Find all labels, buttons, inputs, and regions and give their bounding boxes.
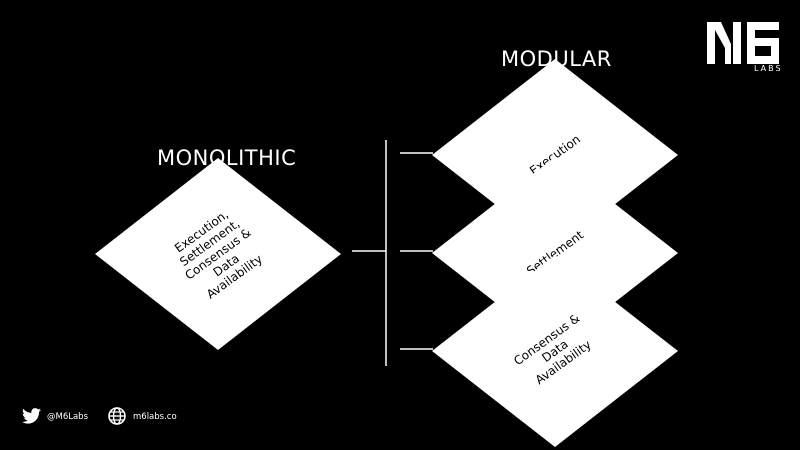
m6-logo-mark <box>707 22 779 64</box>
modular-block-shape <box>432 59 678 251</box>
website-link[interactable]: m6labs.co <box>133 412 177 422</box>
modular-block-settlement: Settlement <box>432 157 678 349</box>
modular-block-shape <box>432 157 678 349</box>
connector-lines <box>352 140 433 366</box>
twitter-icon <box>22 408 41 424</box>
modular-block-shape <box>432 255 678 447</box>
monolithic-block-shape <box>95 158 341 350</box>
twitter-handle-link[interactable]: @M6Labs <box>47 412 89 422</box>
modular-block-consensus: Consensus & Data Availability <box>432 255 678 447</box>
monolithic-block: Execution, Settlement, Consensus & Data … <box>95 158 341 350</box>
logo-subtitle: LABS <box>754 64 783 73</box>
footer: @M6Labs m6labs.co <box>22 406 282 428</box>
globe-icon <box>108 407 126 425</box>
m6-labs-logo: LABS <box>707 22 781 74</box>
modular-block-execution: Execution <box>432 59 678 251</box>
